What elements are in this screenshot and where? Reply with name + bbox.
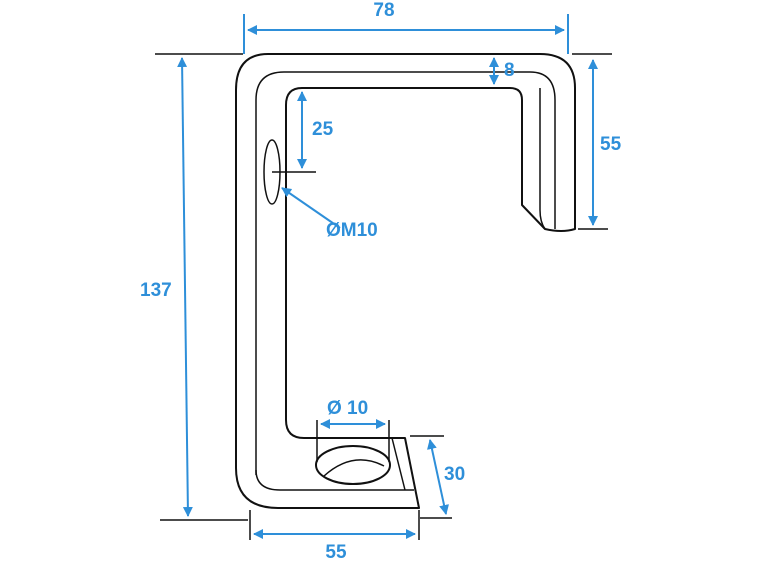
dim-overall-height: 137 (140, 57, 248, 521)
leader-thread-label: ØM10 (326, 220, 378, 241)
leader-thread: ØM10 (281, 187, 378, 241)
bracket-foot-edge (391, 437, 406, 491)
dim-hole-diameter: Ø 10 (316, 398, 390, 462)
dim-hole-diameter-label: Ø 10 (327, 398, 368, 419)
dim-foot-length: 30 (410, 435, 465, 519)
dim-hook-drop: 55 (578, 59, 622, 230)
foot-hole (315, 445, 391, 485)
dim-flange-thickness-label: 8 (504, 60, 515, 81)
dim-foot-width-label: 55 (325, 542, 347, 562)
dim-foot-length-label: 30 (444, 464, 465, 485)
bracket-inner-bend-hook (539, 88, 546, 230)
dim-foot-width: 55 (249, 510, 420, 562)
bracket-inner-bend-foot (255, 469, 414, 491)
bracket-inner-bend-top (255, 71, 556, 475)
bracket-outer-contour (235, 53, 576, 509)
dim-flange-thickness: 8 (489, 57, 515, 85)
dim-overall-width: 78 (243, 0, 569, 54)
bracket-outline (235, 53, 576, 509)
dim-hook-drop-label: 55 (600, 134, 622, 155)
dim-overall-width-label: 78 (373, 0, 394, 21)
dim-hole-offset: 25 (272, 91, 334, 173)
dim-overall-height-label: 137 (140, 280, 172, 301)
dim-hole-offset-label: 25 (312, 119, 334, 140)
